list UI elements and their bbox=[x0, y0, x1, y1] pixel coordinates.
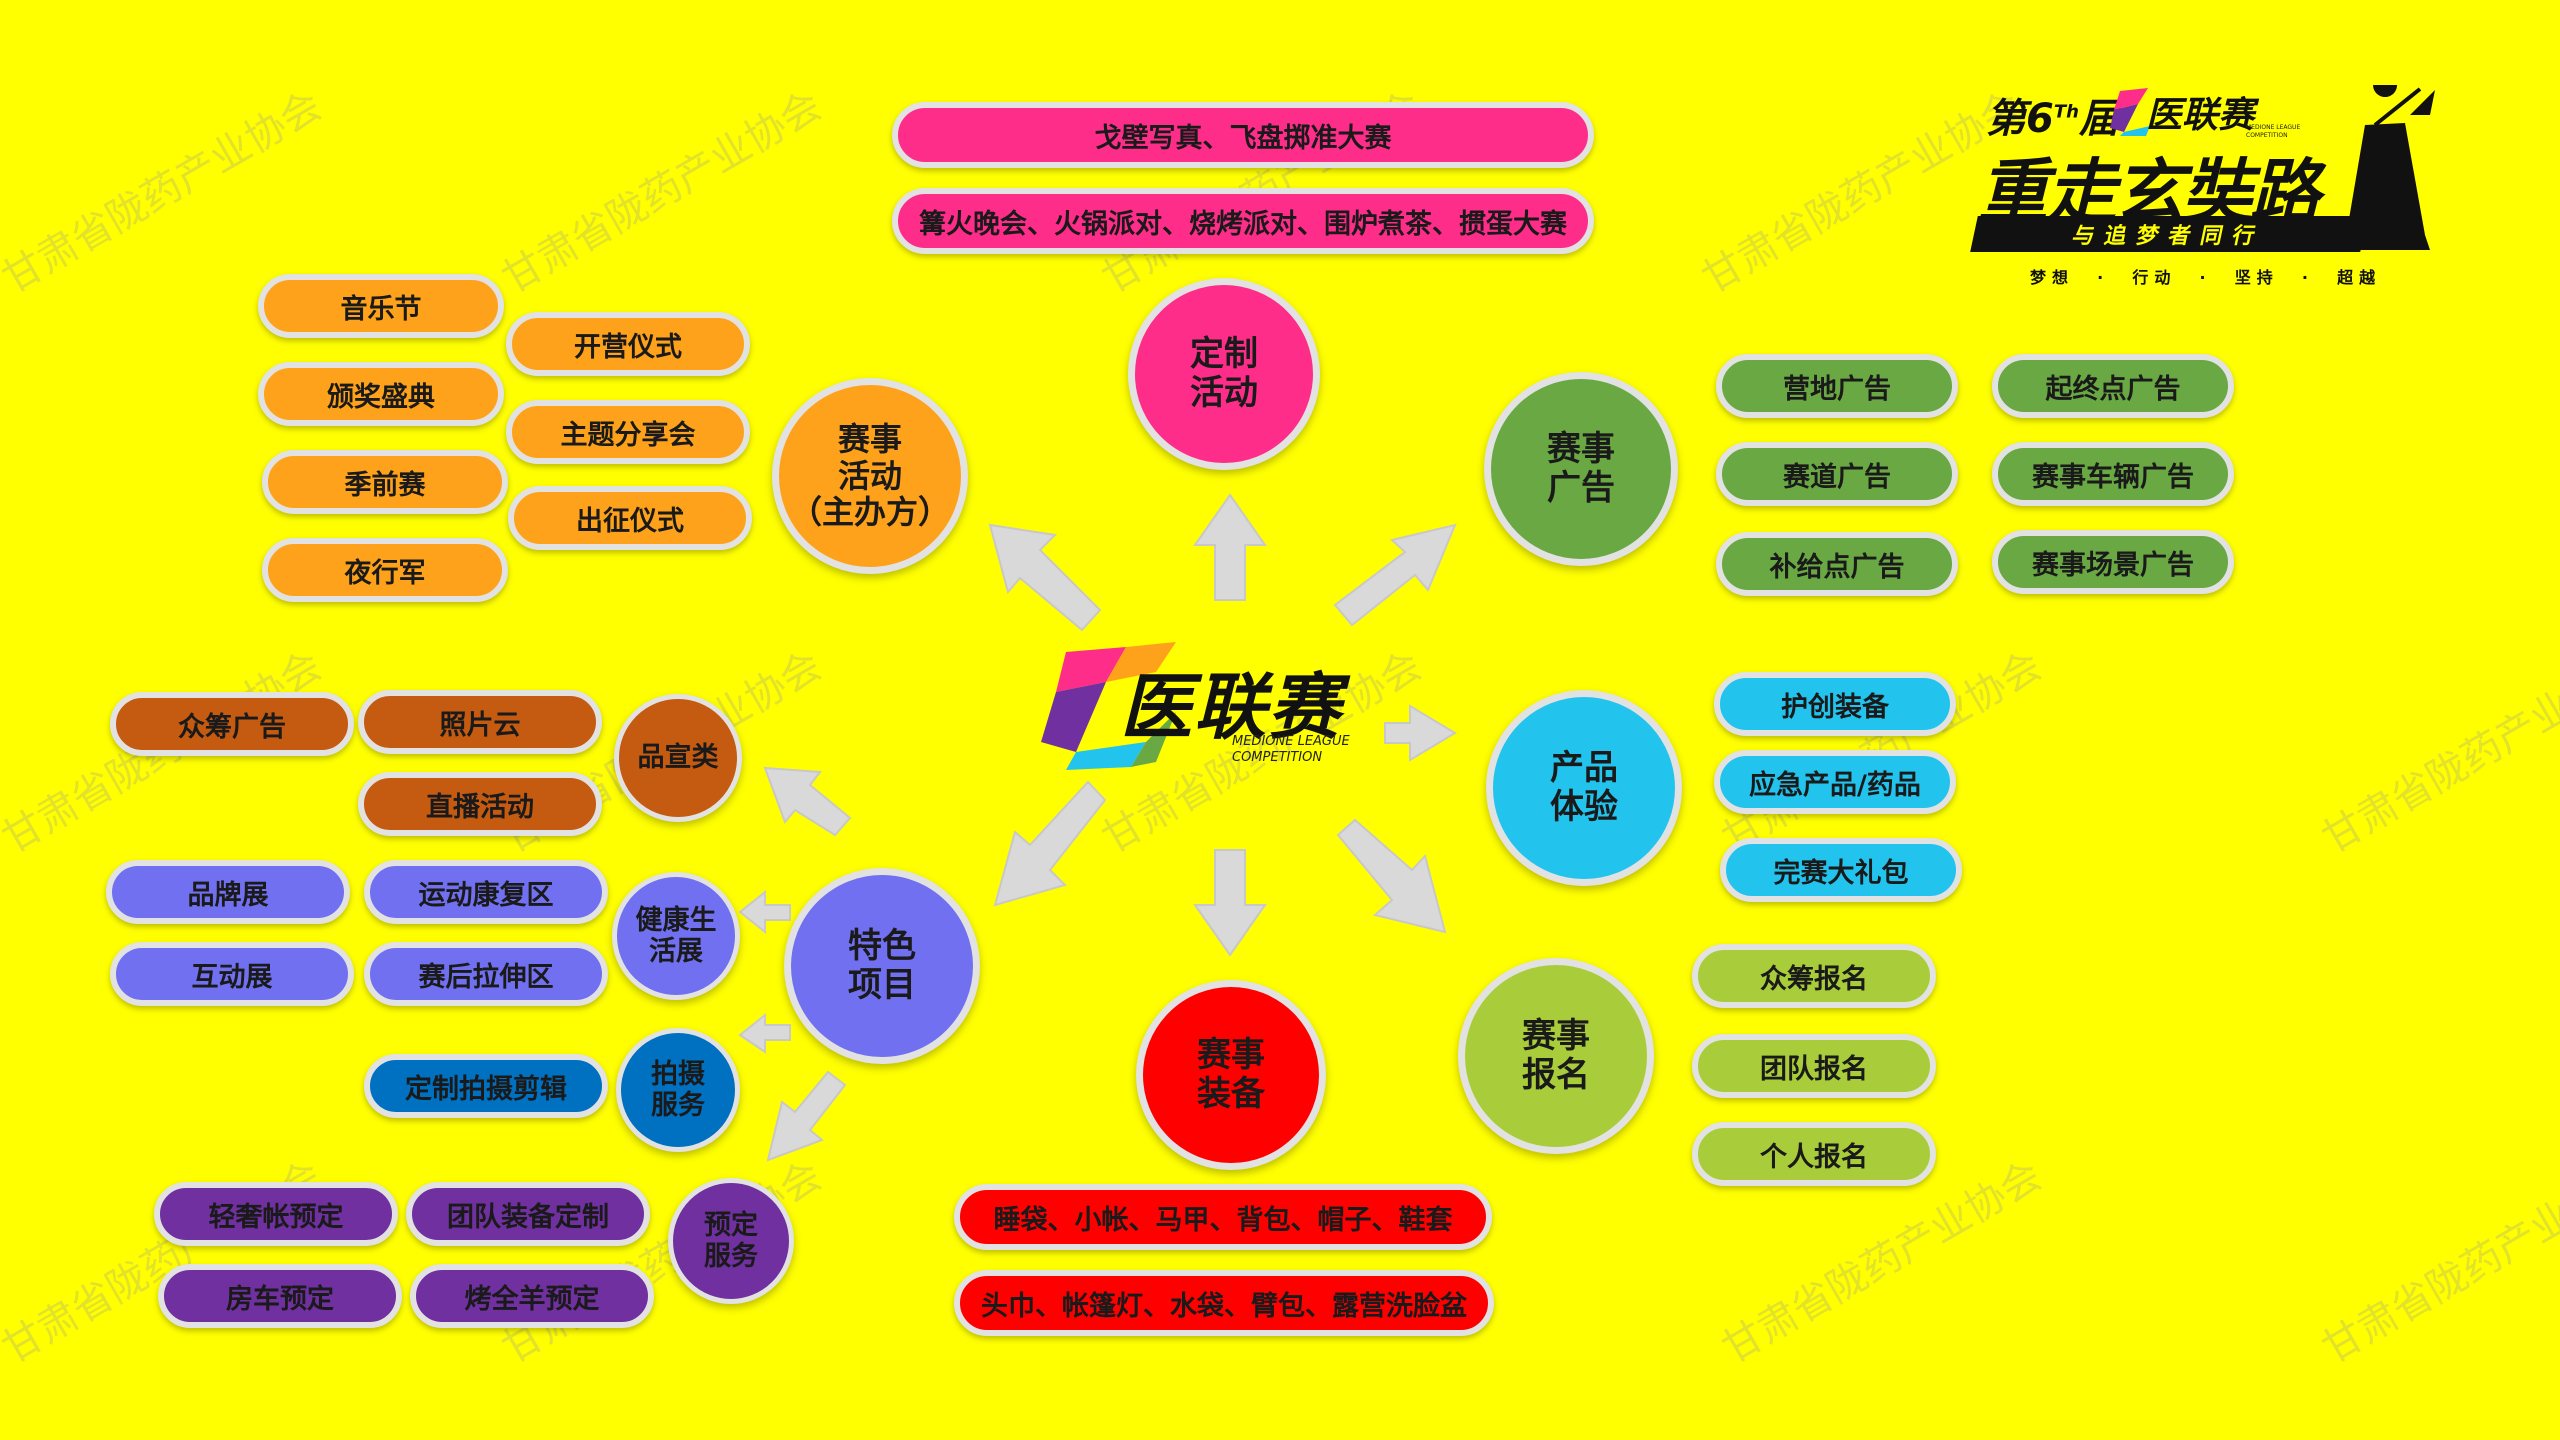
custom-item-1: 戈壁写真、飞盘掷准大赛 bbox=[892, 102, 1594, 168]
booking-item: 房车预定 bbox=[158, 1264, 402, 1328]
health-item: 赛后拉伸区 bbox=[364, 942, 608, 1006]
arrow-to-promo bbox=[763, 766, 852, 837]
event-item: 夜行军 bbox=[262, 538, 508, 602]
hub-custom-activity: 定制 活动 bbox=[1128, 278, 1320, 470]
product-item: 应急产品/药品 bbox=[1714, 750, 1956, 814]
arrow-to-health bbox=[738, 889, 791, 935]
hub-special-projects: 特色 项目 bbox=[784, 868, 980, 1064]
ad-item: 起终点广告 bbox=[1992, 354, 2234, 418]
ad-item: 营地广告 bbox=[1716, 354, 1958, 418]
arrow-to-booking bbox=[766, 1070, 847, 1162]
arrow-down bbox=[1193, 849, 1267, 957]
corner-brand: 医联赛 bbox=[2146, 95, 2255, 136]
booking-item: 轻奢帐预定 bbox=[154, 1182, 398, 1246]
arrow-up-left bbox=[988, 523, 1102, 632]
hub-event-ads: 赛事 广告 bbox=[1484, 372, 1678, 566]
hub-event-signup: 赛事 报名 bbox=[1458, 958, 1654, 1154]
arrow-right bbox=[1384, 704, 1457, 762]
health-item: 运动康复区 bbox=[364, 860, 608, 924]
product-item: 护创装备 bbox=[1714, 672, 1956, 736]
booking-item: 团队装备定制 bbox=[406, 1182, 650, 1246]
arrow-up bbox=[1193, 493, 1267, 601]
corner-tagline: 与追梦者同行 bbox=[1970, 216, 2368, 252]
subhub-shooting-service: 拍摄 服务 bbox=[616, 1028, 740, 1152]
arrow-to-shoot bbox=[738, 1012, 791, 1054]
booking-item: 烤全羊预定 bbox=[410, 1264, 654, 1328]
signup-item: 众筹报名 bbox=[1692, 944, 1936, 1008]
ad-item: 赛事车辆广告 bbox=[1992, 442, 2234, 506]
center-logo-sub1: MEDIONE LEAGUE bbox=[1232, 734, 1350, 749]
brand-mark-icon bbox=[2110, 88, 2150, 136]
subhub-health-expo: 健康生 活展 bbox=[612, 872, 740, 1000]
event-item: 颁奖盛典 bbox=[258, 362, 504, 426]
equipment-item: 睡袋、小帐、马甲、背包、帽子、鞋套 bbox=[954, 1184, 1492, 1250]
signup-item: 团队报名 bbox=[1692, 1034, 1936, 1098]
subhub-booking-service: 预定 服务 bbox=[668, 1178, 794, 1304]
event-item: 音乐节 bbox=[258, 274, 504, 338]
promo-item: 直播活动 bbox=[358, 772, 602, 836]
ad-item: 补给点广告 bbox=[1716, 532, 1958, 596]
corner-motto: 梦想 · 行动 · 坚持 · 超越 bbox=[2030, 268, 2382, 287]
arrow-up-right bbox=[1333, 523, 1457, 627]
center-logo-sub2: COMPETITION bbox=[1232, 750, 1323, 765]
center-logo-title: 医联赛 bbox=[1120, 664, 1343, 749]
event-item: 季前赛 bbox=[262, 450, 508, 514]
ad-item: 赛事场景广告 bbox=[1992, 530, 2234, 594]
equipment-item: 头巾、帐篷灯、水袋、臂包、露营洗脸盆 bbox=[954, 1270, 1494, 1336]
signup-item: 个人报名 bbox=[1692, 1122, 1936, 1186]
shoot-item: 定制拍摄剪辑 bbox=[364, 1054, 608, 1118]
promo-item: 众筹广告 bbox=[110, 692, 354, 756]
event-item: 主题分享会 bbox=[506, 400, 750, 464]
hub-event-activity: 赛事 活动 （主办方） bbox=[772, 378, 968, 574]
promo-item: 照片云 bbox=[358, 690, 602, 754]
health-item: 品牌展 bbox=[106, 860, 350, 924]
subhub-promo: 品宣类 bbox=[614, 694, 742, 822]
event-item: 出征仪式 bbox=[508, 486, 752, 550]
hub-product-experience: 产品 体验 bbox=[1486, 690, 1682, 886]
product-item: 完赛大礼包 bbox=[1720, 838, 1962, 902]
corner-logo: 第6Th届 医联赛 MEDIONE LEAGUE COMPETITION 重走玄… bbox=[1960, 80, 2440, 300]
arrow-down-right bbox=[1336, 818, 1447, 934]
corner-brand-sub: MEDIONE LEAGUE COMPETITION bbox=[2246, 124, 2301, 139]
event-item: 开营仪式 bbox=[506, 312, 750, 376]
hub-event-equipment: 赛事 装备 bbox=[1136, 980, 1326, 1170]
arrow-down-left bbox=[993, 780, 1107, 907]
pilgrim-silhouette-icon bbox=[2340, 85, 2435, 250]
health-item: 互动展 bbox=[110, 942, 354, 1006]
logo-mark-icon bbox=[1041, 642, 1176, 770]
custom-item-2: 篝火晚会、火锅派对、烧烤派对、围炉煮茶、掼蛋大赛 bbox=[892, 188, 1594, 254]
ad-item: 赛道广告 bbox=[1716, 442, 1958, 506]
center-logo: 医联赛 MEDIONE LEAGUE COMPETITION bbox=[1036, 642, 1356, 772]
